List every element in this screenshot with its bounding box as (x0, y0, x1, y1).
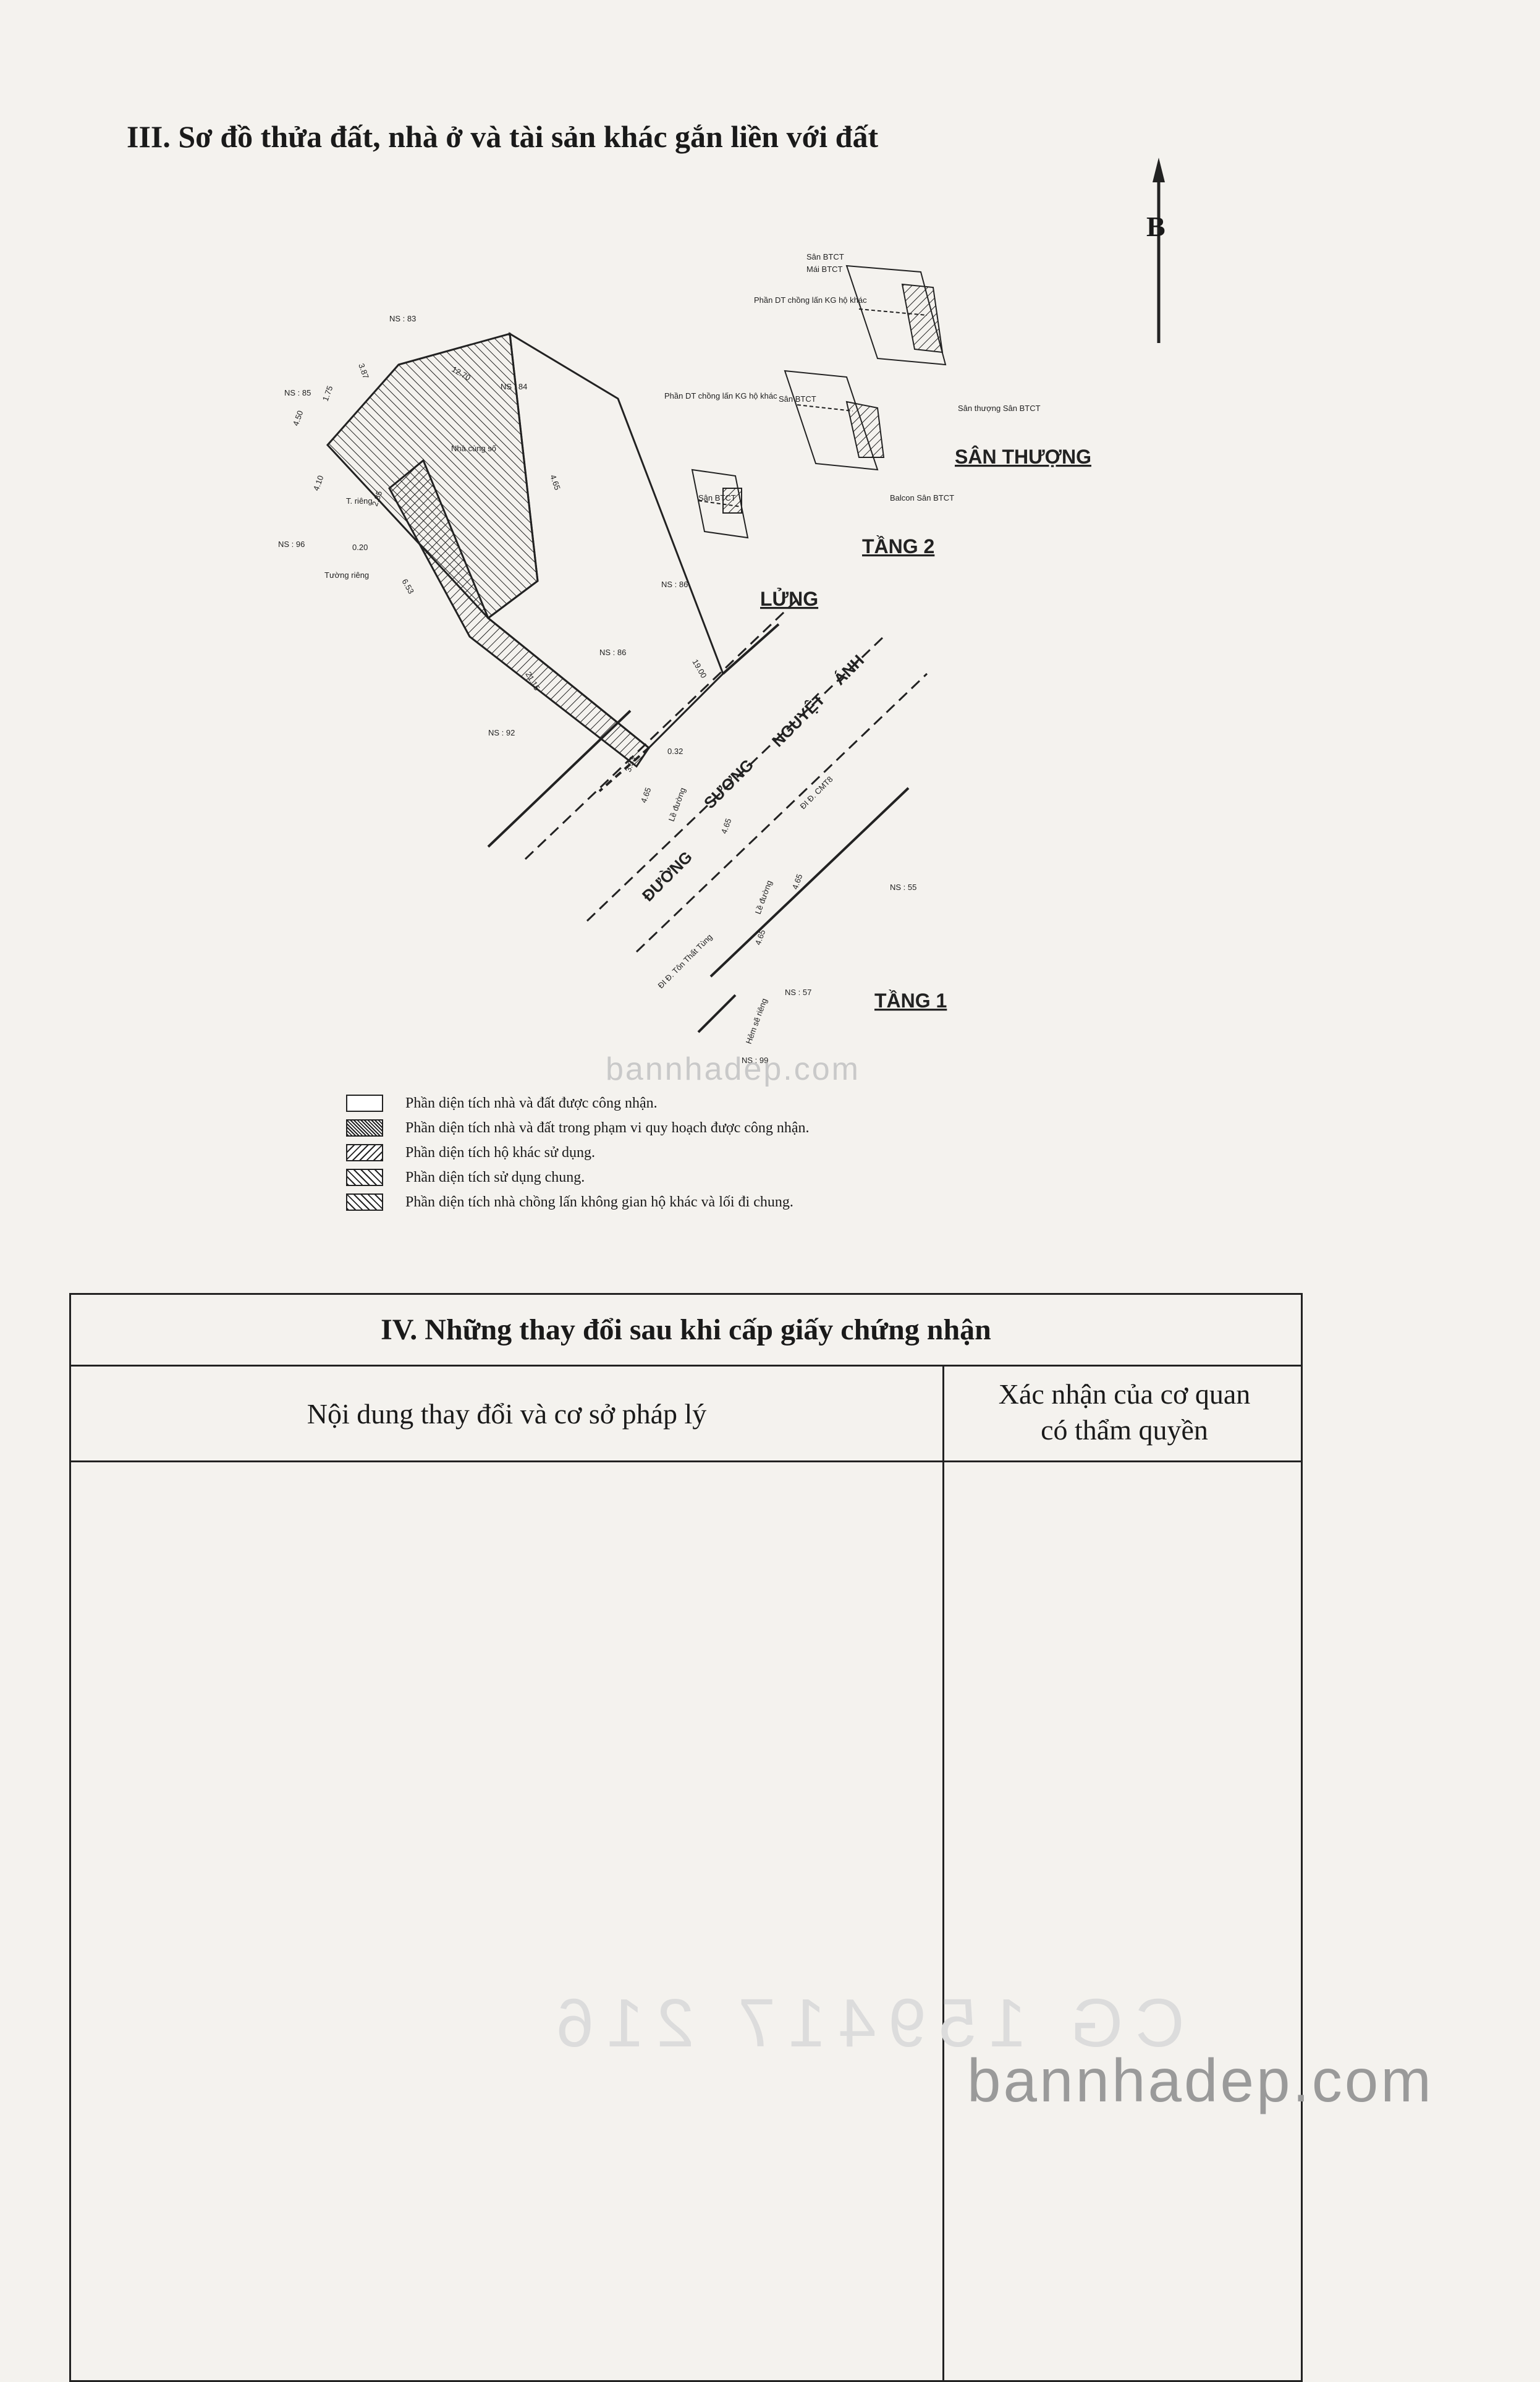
floor2-note-balcony: Balcon Sân BTCT (890, 493, 954, 502)
north-arrow-icon (1153, 158, 1165, 343)
street-word-1: ĐƯỜNG (638, 847, 696, 905)
neighbor-code: NS : 57 (785, 988, 811, 997)
neighbor-code: NS : 92 (488, 728, 515, 737)
floor2-note-slab: Sân BTCT (779, 394, 816, 404)
legend-swatch (346, 1119, 383, 1137)
legend-swatch (346, 1095, 383, 1112)
roof-note-roof: Mái BTCT (806, 265, 843, 274)
watermark-middle: bannhadep.com (606, 1051, 860, 1087)
dimension: 4.65 (753, 928, 768, 946)
floor2-note-overlap: Phần DT chồng lấn KG hộ khác (664, 391, 777, 401)
dimension: 0.20 (352, 543, 368, 552)
neighbor-code: NS : 84 (501, 382, 527, 391)
legend-swatch (346, 1169, 383, 1186)
roof-plan (845, 265, 947, 366)
note-alley: Hẻm sẽ riêng (744, 997, 769, 1045)
neighbor-code: NS : 55 (890, 883, 916, 892)
header-divider (71, 1460, 1301, 1462)
column-divider (942, 1367, 944, 2380)
legend-row: Phần diện tích nhà và đất trong phạm vi … (346, 1116, 995, 1140)
dimension: 4.50 (291, 409, 305, 427)
street-word-3: NGUYỆT (768, 690, 829, 750)
changes-table-title-row: IV. Những thay đổi sau khi cấp giấy chứn… (71, 1295, 1301, 1367)
parcel-front (598, 623, 780, 792)
floor-label-roof: SÂN THƯỢNG (955, 446, 1091, 468)
dimension: 6.53 (400, 577, 416, 595)
dimension: 4.65 (548, 473, 562, 491)
floor-label-floor2: TẦNG 2 (862, 535, 934, 557)
neighbor-code: NS : 96 (278, 540, 305, 549)
north-label: B (1146, 211, 1166, 242)
section-3-title: III. Sơ đồ thửa đất, nhà ở và tài sản kh… (127, 119, 879, 154)
neighbor-code: NS : 86 (661, 580, 688, 589)
roof-note-terrace: Sân thượng Sân BTCT (958, 404, 1041, 413)
street-lines (524, 598, 928, 953)
changes-table: IV. Những thay đổi sau khi cấp giấy chứn… (69, 1293, 1303, 2382)
dimension: 4.10 (311, 474, 326, 492)
plan-legend: Phần diện tích nhà và đất được công nhận… (346, 1091, 995, 1214)
roof-note-slab: Sân BTCT (806, 252, 844, 261)
neighbor-code: NS : 83 (389, 314, 416, 323)
column-header-line: có thẩm quyền (1041, 1414, 1208, 1446)
note-to-ton-that-tung: ĐI Đ. Tôn Thất Tùng (656, 932, 714, 990)
mezzanine-plan (691, 468, 749, 539)
dimension: 0.32 (667, 747, 683, 756)
column-header-line: Xác nhận của cơ quan (998, 1378, 1251, 1410)
dimension: 19.00 (690, 658, 708, 680)
note-curb: Lề đường (667, 786, 688, 823)
neighbor-code: NS : 85 (284, 388, 311, 397)
neighbor-code: NS : 99 (742, 1056, 768, 1065)
legend-text: Phần diện tích hộ khác sử dụng. (405, 1144, 595, 1161)
dimension: 1.75 (321, 384, 335, 402)
legend-text: Phần diện tích nhà chồng lấn không gian … (405, 1193, 793, 1210)
legend-swatch (346, 1193, 383, 1211)
note-wall-short: T. riêng (346, 496, 373, 506)
legend-row: Phần diện tích hộ khác sử dụng. (346, 1140, 995, 1165)
site-plan-diagram: ĐƯỜNG SƯƠNG NGUYỆT ÁNH NS : 83 NS : 84 N… (278, 252, 1091, 1065)
legend-row: Phần diện tích nhà và đất được công nhận… (346, 1091, 995, 1116)
column-header-confirmation: Xác nhận của cơ quan có thẩm quyền (944, 1367, 1305, 1460)
column-header-content: Nội dung thay đổi và cơ sở pháp lý (307, 1397, 707, 1430)
legend-row: Phần diện tích nhà chồng lấn không gian … (346, 1190, 995, 1214)
legend-text: Phần diện tích nhà và đất được công nhận… (405, 1095, 658, 1111)
dimension: 3.87 (357, 362, 371, 380)
note-wall: Tường riêng (324, 570, 369, 580)
watermark-bottom: bannhadep.com (967, 2046, 1434, 2114)
note-same-house: Nhà cùng số (451, 444, 496, 453)
dimension: 4.65 (719, 817, 734, 835)
neighbor-code: NS : 86 (599, 648, 626, 657)
legend-row: Phần diện tích sử dụng chung. (346, 1165, 995, 1190)
legend-text: Phần diện tích sử dụng chung. (405, 1169, 585, 1185)
floor-label-mezzanine: LỬNG (760, 588, 818, 610)
dimension: 4.65 (639, 786, 653, 804)
legend-text: Phần diện tích nhà và đất trong phạm vi … (405, 1119, 810, 1136)
section-4-title: IV. Những thay đổi sau khi cấp giấy chứn… (381, 1313, 991, 1346)
roof-note-overlap: Phần DT chồng lấn KG hộ khác (754, 295, 867, 305)
legend-swatch (346, 1144, 383, 1161)
street-edge-lines (487, 710, 910, 1033)
mezzanine-note: Sân BTCT (698, 493, 736, 502)
floor-label-ground: TẦNG 1 (874, 990, 947, 1012)
note-curb: Lề đường (753, 879, 774, 915)
floor2-plan (784, 370, 885, 471)
street-word-2: SƯƠNG (700, 755, 757, 812)
